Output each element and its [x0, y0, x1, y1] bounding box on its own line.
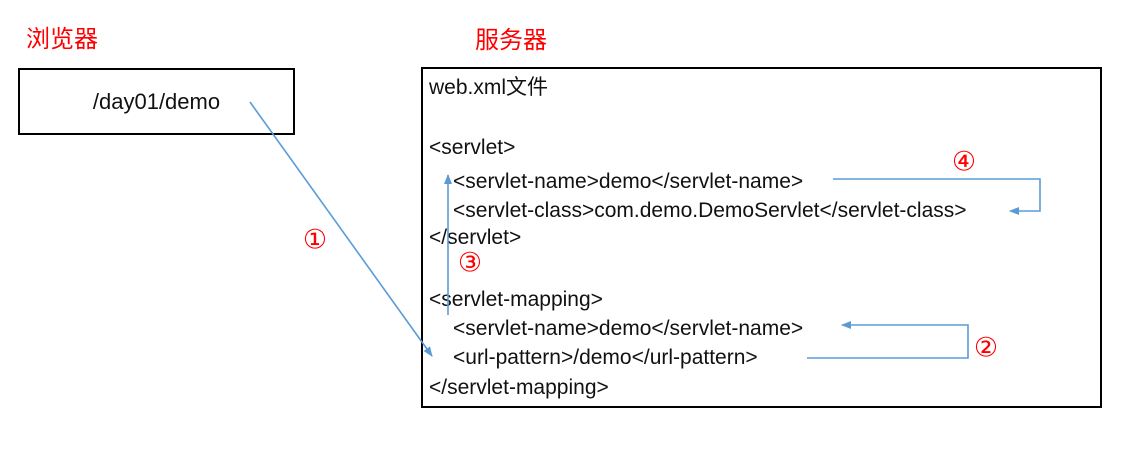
- code-line-mapping-open: <servlet-mapping>: [429, 288, 603, 311]
- request-path: /day01/demo: [92, 88, 221, 114]
- server-webxml-box: web.xml文件 <servlet> <servlet-name>demo</…: [421, 67, 1102, 408]
- webxml-file-title: web.xml文件: [429, 76, 549, 99]
- code-line-servlet-open: <servlet>: [429, 136, 516, 159]
- code-line-mapping-close: </servlet-mapping>: [429, 376, 609, 399]
- code-line-mapping-servlet-name: <servlet-name>demo</servlet-name>: [453, 317, 804, 340]
- server-label: 服务器: [475, 28, 547, 54]
- code-line-servlet-class: <servlet-class>com.demo.DemoServlet</ser…: [453, 199, 967, 222]
- step-marker-1: ①: [302, 224, 328, 256]
- code-line-servlet-name: <servlet-name>demo</servlet-name>: [453, 170, 804, 193]
- step-marker-3: ③: [457, 247, 483, 279]
- browser-request-box: /day01/demo: [18, 68, 295, 135]
- code-line-url-pattern: <url-pattern>/demo</url-pattern>: [453, 346, 758, 369]
- arrow-request-to-url-pattern: [249, 101, 433, 357]
- browser-label: 浏览器: [26, 27, 98, 53]
- step-marker-4: ④: [951, 146, 977, 178]
- step-marker-2: ②: [973, 332, 999, 364]
- code-line-servlet-close: </servlet>: [429, 226, 522, 249]
